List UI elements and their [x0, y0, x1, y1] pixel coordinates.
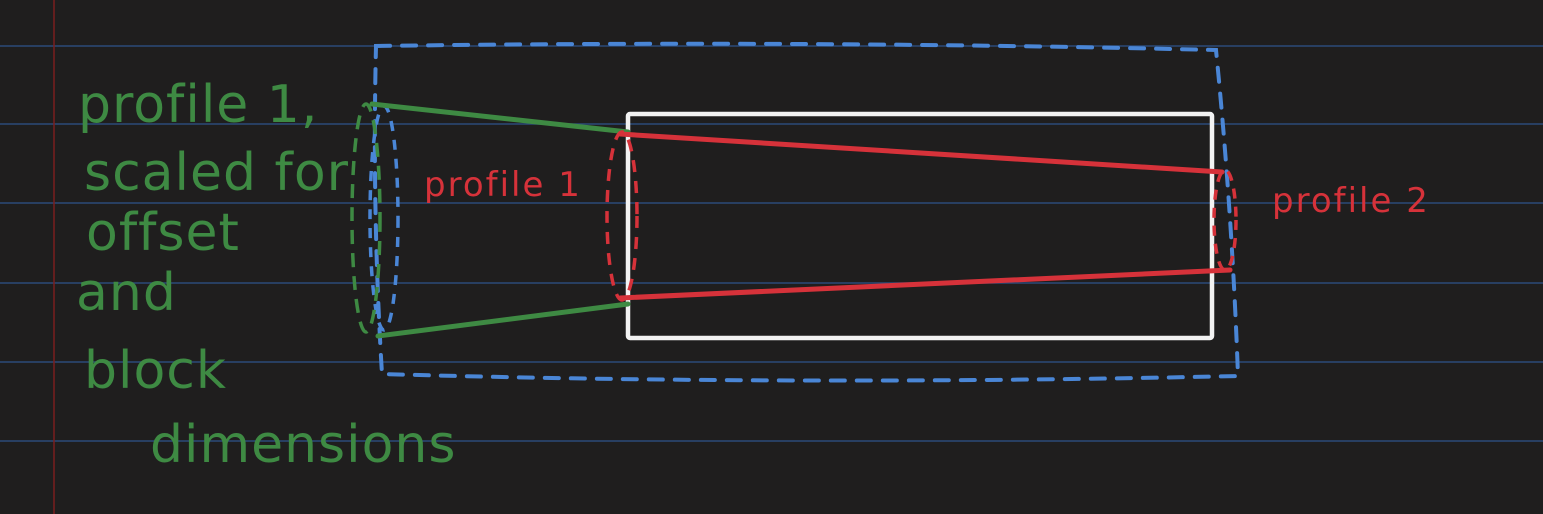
note-line-4: and: [76, 263, 177, 323]
block-rectangle: [625, 111, 1215, 341]
profile2-label: profile 2: [1272, 181, 1430, 221]
profile1-label: profile 1: [424, 165, 582, 205]
red-taper-line-bottom: [617, 267, 1233, 301]
red-taper-line-top: [617, 131, 1225, 175]
green-taper-line-top: [369, 101, 631, 135]
note-line-6: dimensions: [150, 415, 456, 475]
note-line-1: profile 1,: [78, 75, 318, 135]
blue-dashed-profile-ellipse-left: [368, 104, 400, 332]
red-dashed-profile1-ellipse: [605, 130, 639, 302]
note-line-5: block: [84, 341, 227, 401]
green-taper-line-bottom: [375, 301, 631, 339]
red-dashed-profile2-ellipse: [1212, 168, 1238, 272]
green-dashed-profile-ellipse: [350, 102, 382, 334]
ruled-lines: [0, 45, 1543, 442]
note-line-2: scaled for: [84, 143, 349, 203]
note-line-3: offset: [86, 203, 240, 263]
left-note: profile 1, scaled for offset and block d…: [76, 75, 456, 475]
blue-dashed-boundary: [372, 41, 1241, 383]
